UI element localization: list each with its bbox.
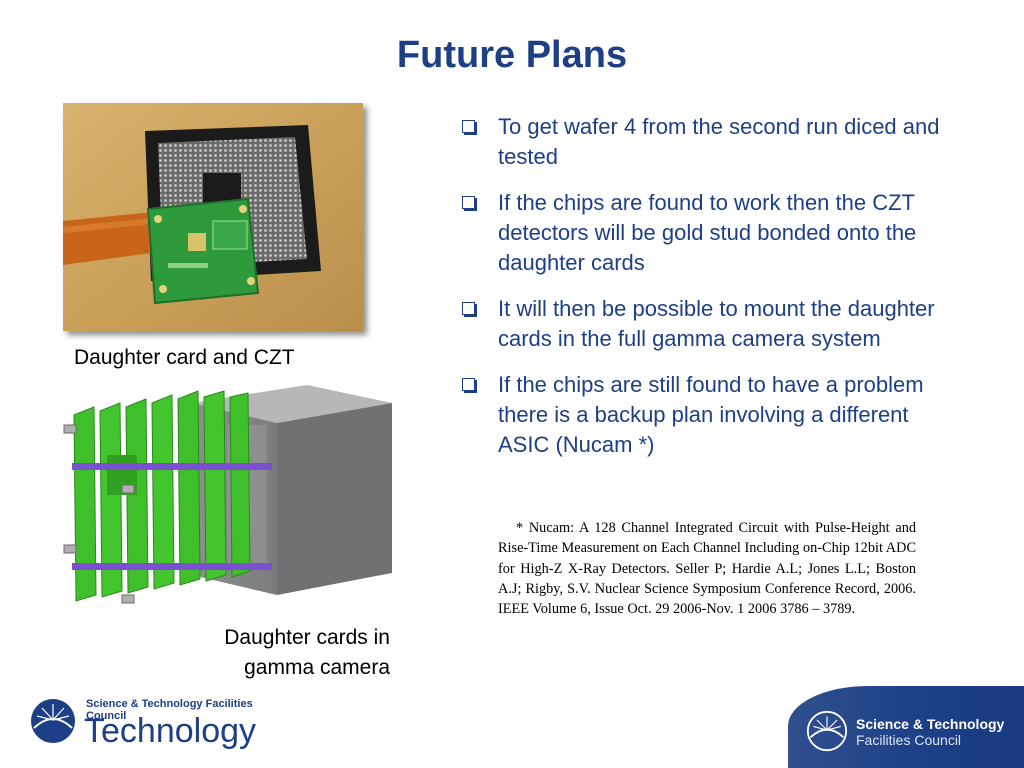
technology-logo: Science & Technology Facilities Council … [30, 692, 260, 754]
daughter-card-stack [73, 390, 251, 602]
mounting-rods [72, 463, 272, 570]
bullet-list: To get wafer 4 from the second run diced… [458, 112, 958, 476]
bullet-text: It will then be possible to mount the da… [498, 296, 935, 351]
bullet-item: If the chips are found to work then the … [458, 188, 958, 278]
photo-caption: Daughter card and CZT [74, 346, 295, 369]
checkbox-bullet-icon [462, 120, 475, 133]
bullet-item: To get wafer 4 from the second run diced… [458, 112, 958, 172]
stfc-logo-icon [31, 699, 75, 743]
render-caption: Daughter cards in gamma camera [224, 626, 390, 679]
bullet-text: If the chips are still found to have a p… [498, 372, 924, 457]
bullet-text: To get wafer 4 from the second run diced… [498, 114, 940, 169]
banner-line-1: Science & Technology [856, 716, 1005, 732]
logo-small-text: Science & Technology Facilities Council [86, 698, 253, 722]
checkbox-bullet-icon [462, 196, 475, 209]
daughter-card-photo [63, 103, 363, 331]
banner-line-2: Facilities Council [856, 732, 962, 748]
reference-note: * Nucam: A 128 Channel Integrated Circui… [498, 520, 916, 618]
slide-title: Future Plans [396, 34, 628, 76]
stfc-logo-icon [806, 710, 848, 752]
logo-big-text: Technology [84, 712, 257, 750]
checkbox-bullet-icon [462, 302, 475, 315]
bullet-item: If the chips are still found to have a p… [458, 370, 958, 460]
checkbox-bullet-icon [462, 378, 475, 391]
bullet-item: It will then be possible to mount the da… [458, 294, 958, 354]
stfc-footer-banner: Science & Technology Facilities Council [788, 686, 1024, 768]
bullet-text: If the chips are found to work then the … [498, 190, 917, 275]
gamma-camera-render [63, 385, 392, 604]
